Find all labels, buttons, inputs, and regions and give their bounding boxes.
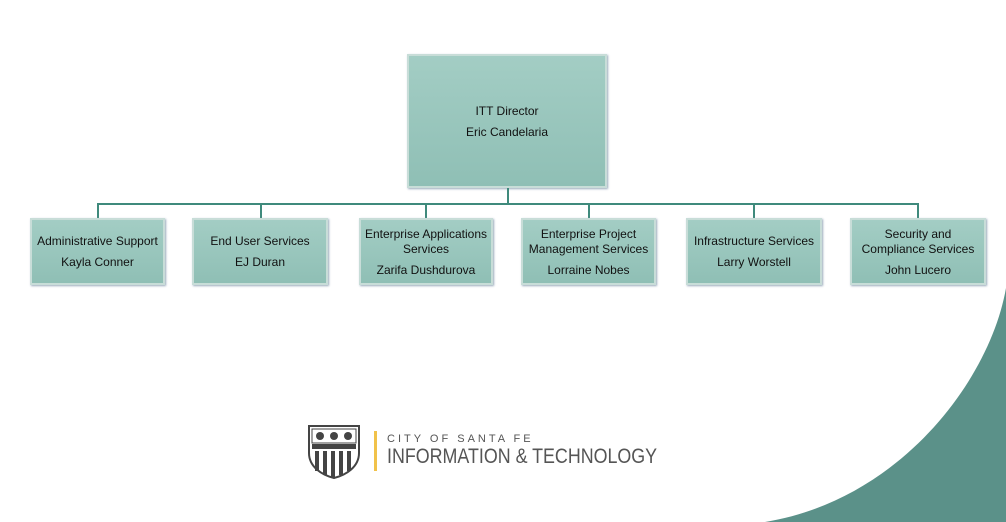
department-head: Kayla Conner bbox=[61, 255, 134, 269]
connector bbox=[425, 203, 427, 218]
department-title: Enterprise Project Management Services bbox=[528, 226, 649, 256]
department-head: Zarifa Dushdurova bbox=[376, 262, 476, 277]
department-title: Enterprise Applications Services bbox=[364, 226, 488, 256]
department-box: Enterprise Project Management Services L… bbox=[521, 218, 656, 285]
department-title: Infrastructure Services bbox=[693, 234, 815, 248]
department-box: Security and Compliance Services John Lu… bbox=[850, 218, 986, 285]
director-box: ITT Director Eric Candelaria bbox=[407, 54, 607, 188]
department-box: Infrastructure Services Larry Worstell bbox=[686, 218, 822, 285]
department-head: John Lucero bbox=[884, 262, 952, 277]
connector bbox=[917, 203, 919, 218]
connector bbox=[753, 203, 755, 218]
director-title: ITT Director bbox=[475, 103, 539, 118]
connector bbox=[260, 203, 262, 218]
department-title: Administrative Support bbox=[37, 234, 158, 248]
department-head: Lorraine Nobes bbox=[547, 262, 630, 277]
department-box: End User Services EJ Duran bbox=[192, 218, 328, 285]
logo-divider bbox=[374, 431, 377, 471]
department-box: Enterprise Applications Services Zarifa … bbox=[359, 218, 493, 285]
connector bbox=[507, 188, 509, 204]
department-box: Administrative Support Kayla Conner bbox=[30, 218, 165, 285]
connector bbox=[97, 203, 919, 205]
logo-city: CITY OF SANTA FE bbox=[387, 433, 534, 445]
department-head: Larry Worstell bbox=[717, 255, 791, 269]
logo-department: INFORMATION & TECHNOLOGY bbox=[387, 445, 658, 468]
department-head: EJ Duran bbox=[234, 255, 286, 269]
department-title: Security and Compliance Services bbox=[861, 226, 975, 256]
shield-seal-icon bbox=[308, 425, 360, 479]
city-logo: CITY OF SANTA FE INFORMATION & TECHNOLOG… bbox=[306, 423, 705, 479]
connector bbox=[588, 203, 590, 218]
connector bbox=[97, 203, 99, 218]
director-name: Eric Candelaria bbox=[465, 124, 549, 139]
department-title: End User Services bbox=[210, 234, 310, 248]
